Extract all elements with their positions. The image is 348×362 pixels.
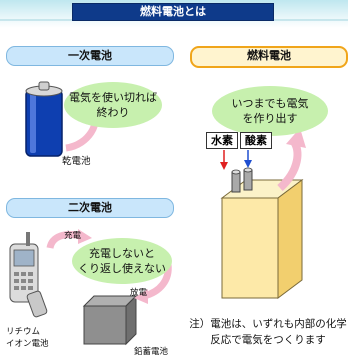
note-line2: 反応で電気をつくります xyxy=(210,334,326,346)
fuel-cell-note: 注）電池は、いずれも内部の化学 反応で電気をつくります xyxy=(188,316,348,348)
secondary-battery-heading: 二次電池 xyxy=(6,198,174,218)
charge-label: 充電 xyxy=(64,231,82,241)
lead-battery-label: 鉛蓄電池 xyxy=(134,347,169,357)
charge-arrowhead xyxy=(78,229,92,244)
secondary-bubble-line2: くり返し使えない xyxy=(78,262,166,275)
discharge-arrowhead xyxy=(134,289,148,304)
charge-arrow xyxy=(46,231,81,250)
secondary-bubble-line1: 充電しないと xyxy=(89,247,155,260)
lithium-ion-label: リチウム イオン電池 xyxy=(6,326,49,350)
dry-cell-label: 乾電池 xyxy=(62,156,91,167)
fuel-cell-box-icon xyxy=(220,167,304,299)
discharge-label: 放電 xyxy=(130,288,148,298)
hydrogen-tag: 水素 xyxy=(206,132,238,149)
hydrogen-arrowhead xyxy=(220,162,228,170)
lead-battery-icon xyxy=(82,294,138,346)
primary-battery-heading: 一次電池 xyxy=(6,46,174,66)
dry-cell-battery-icon xyxy=(25,81,63,157)
fuel-cell-bubble: いつまでも電気 を作り出す xyxy=(212,86,328,136)
oxygen-arrowhead xyxy=(244,160,252,168)
primary-bubble-line1: 電気を使い切れば xyxy=(69,91,157,104)
secondary-battery-bubble: 充電しないと くり返し使えない xyxy=(72,238,172,284)
oxygen-tag: 酸素 xyxy=(240,132,272,149)
fuel-cell-heading: 燃料電池 xyxy=(190,46,348,68)
cell-phone-icon xyxy=(9,232,48,318)
fuel-bubble-line2: を作り出す xyxy=(242,112,298,125)
lithium-label-line2: イオン電池 xyxy=(6,339,49,349)
lithium-label-line1: リチウム xyxy=(6,327,41,337)
fuel-bubble-line1: いつまでも電気 xyxy=(231,97,309,110)
arrowhead-fuel xyxy=(286,128,306,148)
note-line1: 注）電池は、いずれも内部の化学 xyxy=(189,318,347,330)
primary-bubble-line2: 終わり xyxy=(96,106,130,119)
primary-battery-bubble: 電気を使い切れば 終わり xyxy=(64,82,162,128)
page-title: 燃料電池とは xyxy=(72,3,274,21)
